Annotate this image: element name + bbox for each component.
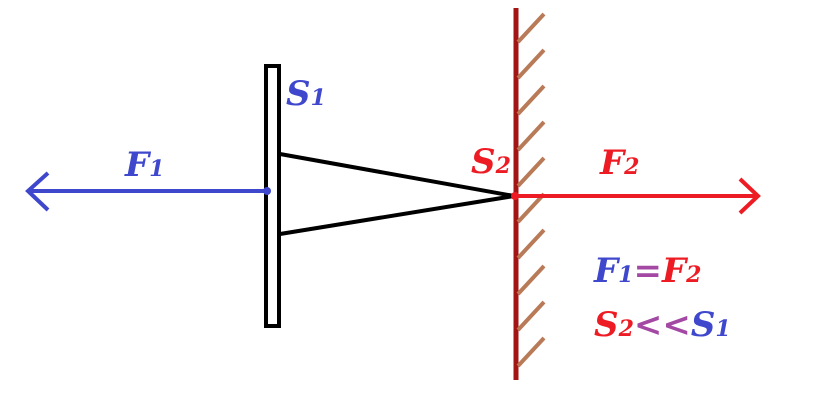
wedge — [279, 152, 515, 236]
wedge-lower-edge — [279, 194, 515, 236]
inequality-areas: S2<<S1 — [594, 305, 731, 345]
force-arrow-f2 — [514, 177, 761, 215]
equation-forces-equal: F1=F2 — [593, 251, 701, 291]
label-s2: S2 — [471, 142, 511, 182]
wedge-upper-edge — [279, 152, 515, 198]
force-arrow-f1 — [25, 171, 266, 212]
label-f1: F1 — [124, 145, 164, 185]
label-f2: F2 — [599, 143, 639, 183]
wall-hatching — [516, 12, 546, 368]
f2-application-point — [511, 192, 519, 200]
plate — [264, 64, 281, 328]
f1-application-point — [263, 187, 271, 195]
label-s1: S1 — [286, 74, 326, 114]
